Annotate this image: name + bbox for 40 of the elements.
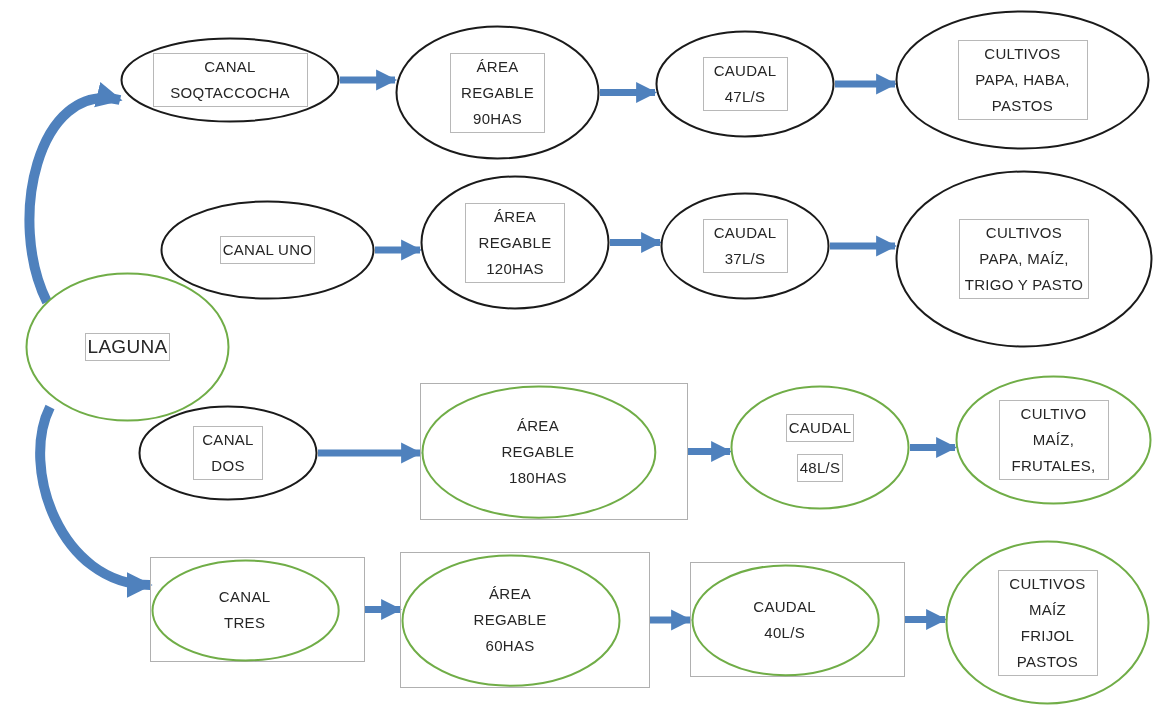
curved-arrow [24, 84, 123, 304]
ellipse-node [730, 385, 910, 510]
node-label: ÁREA REGABLE 180HAS [500, 415, 576, 488]
node-label: CANAL DOS [193, 426, 263, 480]
node-label: CAUDAL [785, 413, 855, 442]
node-label: CANAL SOQTACCOCHA [152, 53, 308, 107]
block-arrow [610, 232, 663, 253]
node-label: CULTIVOS PAPA, MAÍZ, TRIGO Y PASTO [959, 219, 1089, 299]
node-label: ÁREA REGABLE 120HAS [465, 202, 565, 283]
block-arrow [835, 73, 898, 95]
ellipse-node [120, 37, 340, 123]
ellipse-node [955, 375, 1152, 505]
node-label: ÁREA REGABLE 90HAS [450, 52, 545, 133]
node-label: CAUDAL 47L/S [702, 57, 788, 111]
ellipse-node [25, 272, 230, 422]
block-arrow [600, 82, 658, 103]
node-label: CANAL UNO [219, 236, 316, 264]
node-label: LAGUNA [84, 333, 171, 361]
ellipse-node [420, 175, 610, 310]
block-arrow [340, 69, 398, 91]
ellipse-node [660, 192, 830, 300]
node-label: CAUDAL 37L/S [702, 219, 788, 273]
node-label: CANAL TRES [217, 586, 272, 633]
block-arrow [910, 437, 958, 458]
ellipse-node [895, 170, 1153, 348]
block-arrow [375, 239, 423, 261]
ellipse-node [655, 30, 835, 138]
node-label: CULTIVOS MAÍZ FRIJOL PASTOS [997, 569, 1098, 676]
node-label: CULTIVO MAÍZ, FRUTALES, [998, 400, 1109, 480]
node-label: CULTIVOS PAPA, HABA, PASTOS [957, 40, 1088, 120]
ellipse-node [945, 540, 1150, 705]
node-label: CAUDAL 40L/S [752, 596, 817, 643]
block-arrow [318, 442, 423, 464]
ellipse-node [895, 10, 1150, 150]
ellipse-node [395, 25, 600, 160]
block-arrow [830, 235, 898, 257]
node-label: ÁREA REGABLE 60HAS [472, 584, 548, 656]
curved-arrow [35, 405, 153, 596]
ellipse-node [160, 200, 375, 300]
ellipse-node [138, 405, 318, 501]
